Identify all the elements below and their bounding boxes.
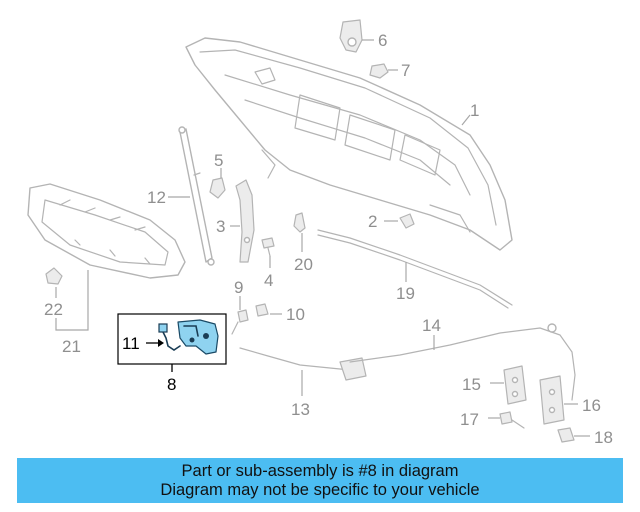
support-strut (178, 126, 215, 266)
callout-11[interactable]: 11 (122, 334, 140, 353)
bolt-part-4 (261, 237, 275, 257)
banner-line-1: Part or sub-assembly is #8 in diagram (181, 461, 459, 480)
callout-22: 22 (44, 300, 63, 319)
callout-17: 17 (460, 410, 479, 429)
hood-insulator (27, 183, 186, 279)
banner-line-2: Diagram may not be specific to your vehi… (160, 480, 480, 499)
callout-18: 18 (594, 428, 613, 447)
callout-12: 12 (147, 188, 166, 207)
nut-part (255, 303, 269, 317)
callout-15: 15 (462, 375, 481, 394)
striker-part (339, 19, 363, 53)
callout-5: 5 (214, 151, 223, 170)
callout-19: 19 (396, 284, 415, 303)
callout-4: 4 (264, 271, 273, 290)
bumper-part (369, 63, 389, 79)
parts-diagram: 6 7 1 5 12 3 2 4 20 19 9 10 22 21 14 13 … (27, 19, 613, 447)
callout-7: 7 (401, 61, 410, 80)
callout-10: 10 (286, 305, 305, 324)
clip-part-18 (557, 427, 575, 443)
callout-21: 21 (62, 337, 81, 356)
callout-3: 3 (216, 217, 225, 236)
bracket-part-15 (503, 365, 527, 405)
bolt-part-17 (499, 411, 525, 429)
callout-9: 9 (234, 278, 243, 297)
leader-lines (55, 39, 590, 437)
callout-13: 13 (291, 400, 310, 419)
callout-20: 20 (294, 255, 313, 274)
release-handle (239, 347, 367, 381)
bracket-part-16 (539, 375, 565, 425)
highlight-assembly[interactable] (117, 313, 227, 372)
callout-2: 2 (368, 212, 377, 231)
callout-1: 1 (470, 101, 479, 120)
callout-16: 16 (582, 396, 601, 415)
bolt-part-9 (231, 309, 249, 335)
bumper-part-2 (399, 213, 415, 229)
callout-8[interactable]: 8 (167, 375, 176, 394)
hood-latch-part[interactable] (177, 319, 219, 355)
hinge-part (235, 179, 255, 263)
release-cable (349, 323, 576, 401)
retainer-part (45, 267, 63, 285)
callout-14: 14 (422, 316, 441, 335)
callout-6: 6 (378, 31, 387, 50)
leader-11-arrow (158, 339, 164, 347)
clip-part (293, 212, 306, 233)
seal-part (317, 229, 513, 309)
latch-wire-harness[interactable] (158, 323, 181, 351)
info-banner: Part or sub-assembly is #8 in diagram Di… (17, 458, 623, 503)
hood-panel (185, 37, 513, 251)
stopper-part (209, 177, 226, 199)
